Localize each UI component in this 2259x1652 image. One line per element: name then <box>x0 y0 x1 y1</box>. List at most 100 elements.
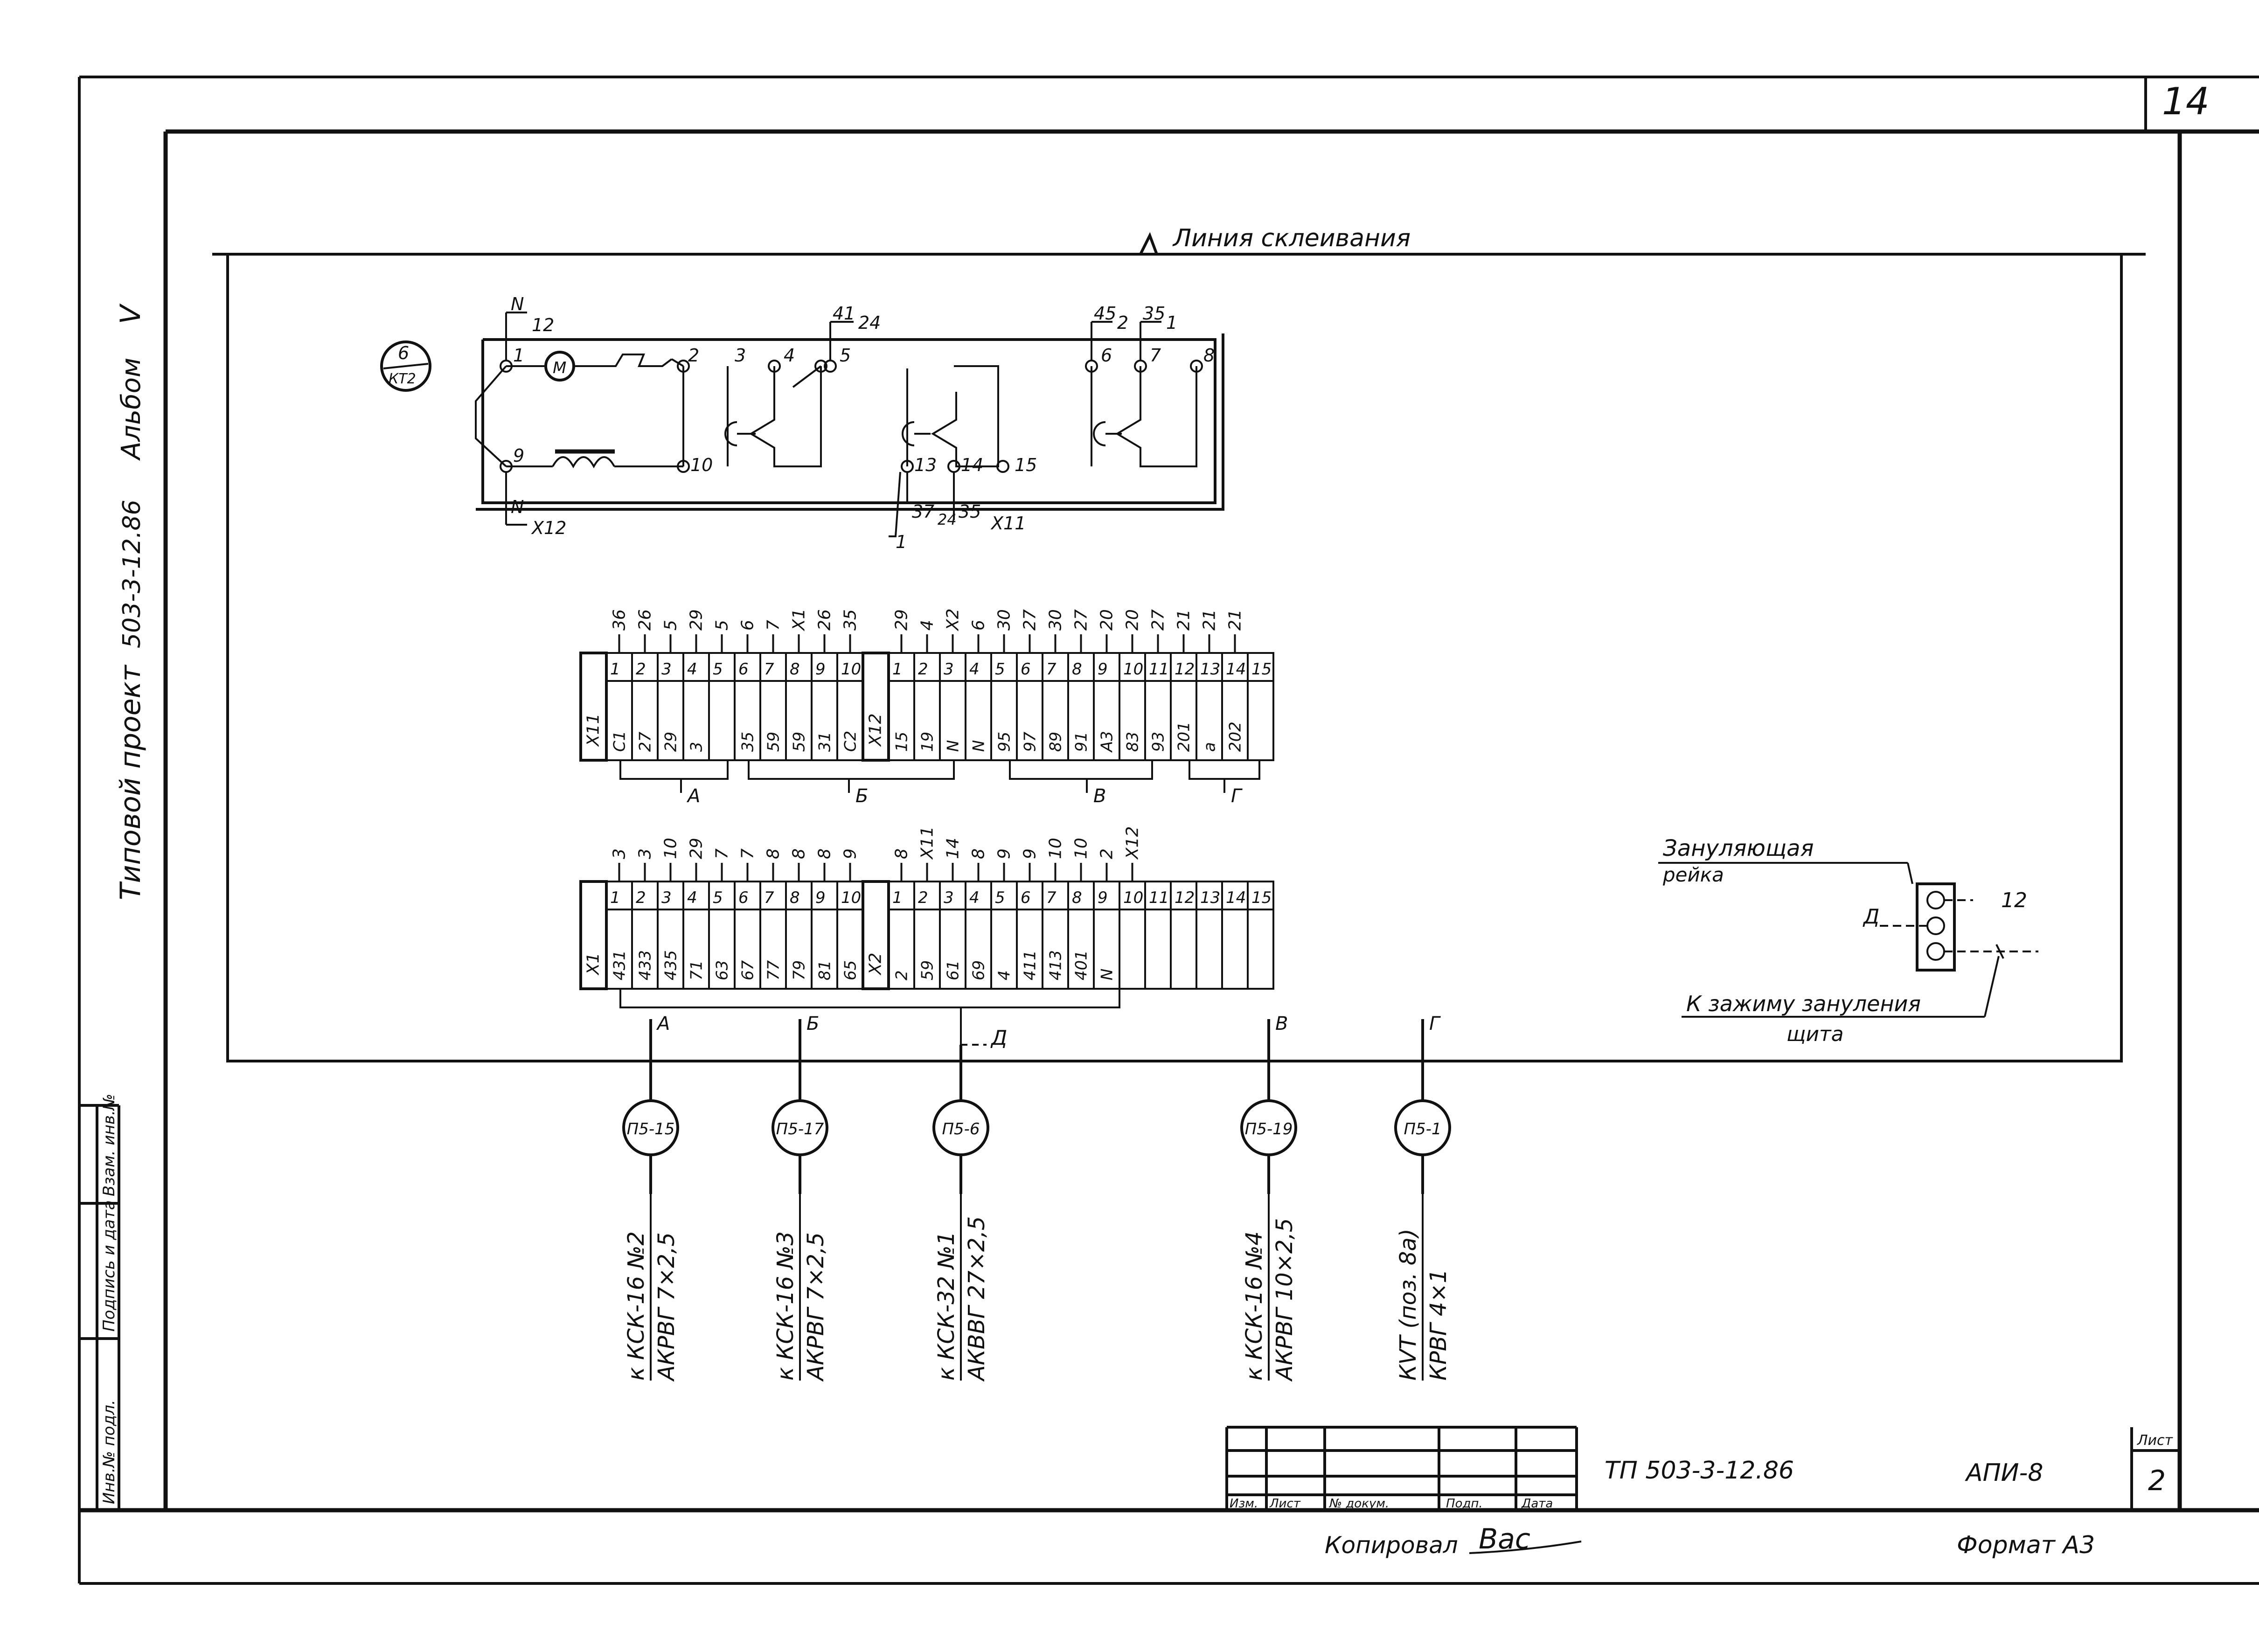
wire-t7-35: 35 <box>1143 303 1165 324</box>
terminal-number: 1 <box>892 660 903 679</box>
wire-t5-41: 41 <box>833 303 855 324</box>
doc-number: ТП 503-3-12.86 <box>1605 1457 1794 1485</box>
tap-label: Д <box>990 1026 1007 1050</box>
terminal-9: 9 <box>513 445 524 466</box>
terminal-number: 12 <box>1175 660 1195 679</box>
wire-label-top: Х11 <box>918 826 937 860</box>
terminal-number: 10 <box>841 888 861 907</box>
wire-label-top: 4 <box>918 620 937 631</box>
strip-label: Х2 <box>866 952 885 976</box>
terminal-number: 12 <box>1175 888 1195 907</box>
wire-label-top: Х2 <box>944 608 963 632</box>
wire-t14-35: 35 <box>959 501 981 522</box>
cable-id: П5-6 <box>942 1120 980 1138</box>
strip-label: Х1 <box>584 952 603 976</box>
wire-label-top: 6 <box>738 620 758 631</box>
terminal-number: 14 <box>1226 888 1246 907</box>
col-date: Дата <box>1521 1497 1553 1511</box>
terminal-number: 6 <box>1021 660 1031 679</box>
wire-label-top: 14 <box>944 838 963 859</box>
gluing-line-label: Линия склеивания <box>1172 224 1411 252</box>
wire-label-top: 8 <box>764 848 783 859</box>
wire-label-top: 10 <box>661 838 681 859</box>
terminal-number: 6 <box>738 660 749 679</box>
device-id-top: 6 <box>398 343 409 363</box>
group-label: А <box>686 785 700 807</box>
stamp-sign-date: Подпись и дата <box>100 1200 118 1332</box>
wire-label-bottom: 71 <box>688 960 706 980</box>
terminal-number: 5 <box>995 888 1005 907</box>
terminal-strip-lower: Х113431234333104354297157636767787788799… <box>579 826 1274 1050</box>
doc-code: АПИ-8 <box>1965 1459 2043 1487</box>
wire-label-bottom: 59 <box>918 960 937 980</box>
wire-label-bottom: 3 <box>688 742 706 752</box>
wire-label-bottom: 61 <box>944 960 963 980</box>
terminal-number: 8 <box>790 660 800 679</box>
wire-label-top: 36 <box>610 609 629 631</box>
terminal-1: 1 <box>513 345 524 366</box>
wire-label-top: 9 <box>1021 848 1040 859</box>
terminal-3: 3 <box>735 345 746 366</box>
terminal-number: 7 <box>1046 660 1057 679</box>
terminal-strip-upper: Х11136С1226273529429355663577598Х1599263… <box>579 608 1274 807</box>
group-bracket <box>1009 760 1153 780</box>
terminal-number: 14 <box>1226 660 1246 679</box>
terminal-number: 9 <box>1098 888 1108 907</box>
cable-id: П5-19 <box>1245 1120 1293 1138</box>
wire-label-top: 8 <box>790 848 809 859</box>
cable-destination: к КСК-16 №2 <box>623 1231 649 1381</box>
wire-t14-x11: Х11 <box>990 513 1026 534</box>
terminal-number: 15 <box>1251 660 1272 679</box>
cable-type: АКВВГ 27×2,5 <box>964 1216 990 1382</box>
wire-label-bottom: 69 <box>970 960 988 980</box>
wire-label-top: 29 <box>687 609 706 631</box>
title-block: Изм. Лист № докум. Подп. Дата ТП 503-3-1… <box>1225 1426 2180 1559</box>
wire-label-top: 3 <box>610 848 629 859</box>
col-list: Лист <box>1269 1497 1301 1511</box>
sheet-frame <box>78 76 2259 1585</box>
bus-screw-2 <box>1926 916 1945 935</box>
wire-label-top: 9 <box>841 848 860 859</box>
wire-label-top: 8 <box>892 848 911 859</box>
terminal-number: 9 <box>1098 660 1108 679</box>
terminal-15: 15 <box>1015 455 1037 475</box>
terminal-number: 11 <box>1149 888 1169 907</box>
wire-label-bottom: С1 <box>611 731 629 752</box>
wire-label-top: 21 <box>1175 609 1194 631</box>
wire-label-top: 7 <box>713 848 732 859</box>
wire-label-top: 26 <box>815 609 834 631</box>
terminal-14: 14 <box>961 455 983 475</box>
wire-label-bottom: 35 <box>739 732 758 752</box>
wire-label-bottom: 413 <box>1047 950 1065 980</box>
sheet-number: 2 <box>2148 1465 2166 1497</box>
wire-label-bottom: N <box>944 740 963 752</box>
terminal-13: 13 <box>914 455 937 475</box>
wire-label-bottom: 59 <box>765 732 783 752</box>
cable-id: П5-15 <box>627 1120 675 1138</box>
terminal-number: 13 <box>1200 888 1220 907</box>
wire-label-top: 5 <box>713 620 732 631</box>
wire-label-bottom: 77 <box>765 960 783 980</box>
wire-label-bottom: 27 <box>636 731 655 752</box>
group-label: В <box>1093 785 1106 807</box>
cable-destination: к КСК-16 №3 <box>772 1231 799 1381</box>
cable-group-label: А <box>656 1013 670 1034</box>
terminal-number: 4 <box>969 888 980 907</box>
bus-bar <box>1916 882 1956 972</box>
wire-label-top: 27 <box>1072 609 1091 631</box>
terminal-number: 4 <box>969 660 980 679</box>
wire-t9-n: N <box>511 497 524 517</box>
bus-screw-3 <box>1926 942 1945 961</box>
terminal-number: 1 <box>892 888 903 907</box>
wire-label-bottom: 29 <box>662 732 681 752</box>
cable-destination: к КСК-16 №4 <box>1241 1231 1267 1381</box>
wire-label-top: 27 <box>1149 609 1168 631</box>
wire-label-top: 2 <box>1098 848 1117 859</box>
wire-label-bottom: 81 <box>816 960 834 980</box>
side-stamp: Взам. инв.№ Подпись и дата Инв.№ подл. Т… <box>79 303 147 1510</box>
zeroing-bus: Зануляющая рейка 12 Д К зажиму зануления… <box>1658 835 2038 1046</box>
device-id-bottom: КТ2 <box>389 371 416 387</box>
wire-label-bottom: 431 <box>611 950 629 980</box>
